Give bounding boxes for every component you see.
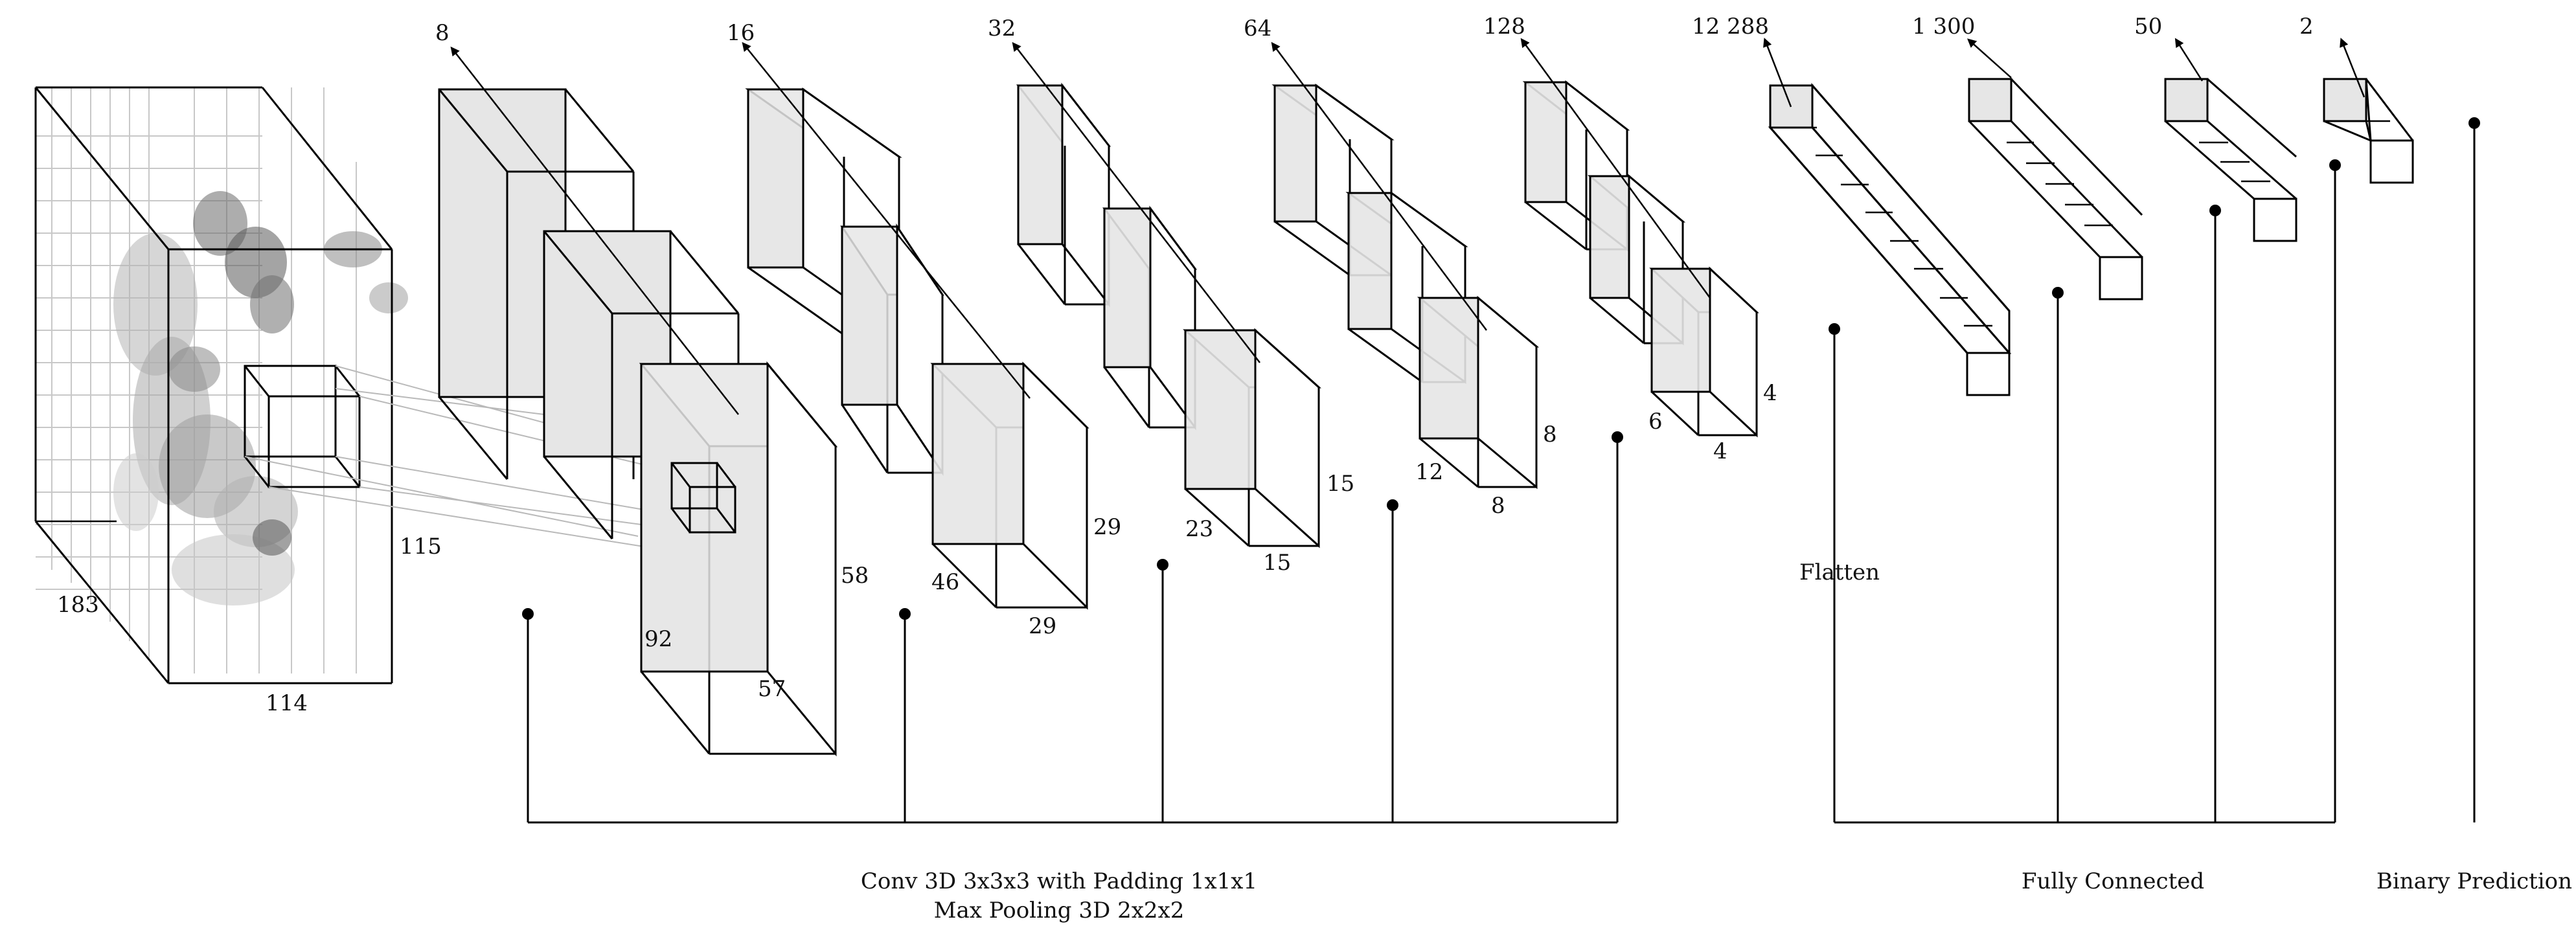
conv-layer-5-w: 4 (1713, 438, 1727, 464)
dense-bar-2-arrow (1967, 38, 2012, 78)
dense-group-bracket (1829, 159, 2341, 824)
dense-layers: 12 288 1 300 (1692, 14, 2414, 396)
conv-layer-1: 8 58 57 92 (435, 20, 869, 757)
prediction-stem (2468, 117, 2480, 822)
conv-layer-1-d: 92 (644, 626, 672, 652)
conv-layer-5-box-c (1649, 266, 1759, 438)
conv-layer-3-box-c (1183, 328, 1321, 549)
conv-layer-3-w: 15 (1263, 550, 1291, 576)
dense-bar-2-units: 1 300 (1912, 14, 1975, 40)
conv-layer-1-w: 57 (758, 676, 786, 702)
dense-bar-3: 50 (2134, 14, 2297, 242)
conv-layer-1-arrow (450, 46, 739, 415)
dense-bar-3-arrow (2174, 38, 2204, 82)
fully-connected-caption: Fully Connected (2022, 868, 2204, 894)
input-volume: 183 114 115 (34, 86, 442, 716)
conv-layer-3-channels: 32 (988, 16, 1016, 41)
conv-layer-2-d: 46 (931, 569, 959, 595)
conv-layer-4-box-c (1417, 295, 1540, 490)
conv-caption-line2: Max Pooling 3D 2x2x2 (934, 898, 1185, 923)
conv-layer-1-kernel-cube (670, 462, 736, 534)
conv-layer-1-h: 58 (841, 563, 869, 589)
conv-layer-2-box-b (840, 223, 944, 476)
input-depth-label: 183 (57, 592, 99, 618)
dense-bar-3-units: 50 (2134, 14, 2162, 40)
dense-bar-4-arrow (2340, 38, 2365, 98)
conv-layer-3-box-b (1102, 205, 1197, 431)
conv-layer-5-box-b (1587, 174, 1686, 346)
conv-layer-4-arrow (1271, 41, 1488, 331)
conv-layer-5: 128 4 4 6 (1483, 14, 1777, 464)
conv-layer-4-d: 12 (1415, 459, 1443, 485)
conv-layer-1-box-c (639, 361, 838, 757)
input-width-label: 114 (266, 690, 308, 716)
conv-group-bracket (522, 431, 1623, 824)
dense-bar-1-units: 12 288 (1692, 14, 1769, 40)
conv-layer-2-box-a (745, 87, 902, 337)
input-box (34, 86, 393, 684)
dense-bar-2: 1 300 (1912, 14, 2143, 300)
conv-layers: 8 58 57 92 (435, 14, 1777, 757)
conv-layer-3-arrow (1012, 41, 1260, 363)
conv-layer-4: 64 8 8 12 (1244, 16, 1557, 519)
conv-layer-5-h: 4 (1763, 380, 1777, 406)
conv-layer-3-h: 15 (1327, 471, 1354, 497)
conv-layer-2-h: 29 (1093, 514, 1121, 540)
dense-bar-4-units: 2 (2299, 14, 2314, 40)
dense-bar-1: 12 288 (1692, 14, 2012, 396)
conv-layer-3: 32 15 15 23 (988, 16, 1354, 576)
conv-layer-3-d: 23 (1185, 516, 1213, 542)
conv-caption-line1: Conv 3D 3x3x3 with Padding 1x1x1 (861, 868, 1257, 894)
dense-bar-4: 2 (2299, 14, 2414, 184)
conv-layer-4-channels: 64 (1244, 16, 1271, 41)
conv-layer-4-h: 8 (1543, 422, 1557, 447)
conv-layer-2-box-c (930, 361, 1089, 610)
dense-bar-1-arrow (1763, 38, 1792, 107)
conv-layer-2-w: 29 (1029, 613, 1056, 639)
flatten-caption: Flatten (1799, 560, 1880, 585)
conv-layer-3-box-a (1016, 82, 1111, 308)
conv-layer-2-arrow (742, 41, 1031, 399)
conv-layer-5-channels: 128 (1483, 14, 1525, 40)
conv-layer-2: 16 29 29 46 (727, 20, 1121, 639)
conv-layer-5-d: 6 (1648, 409, 1663, 435)
scan-slices-image (113, 191, 408, 605)
conv-layer-4-w: 8 (1491, 493, 1505, 519)
conv-layer-1-channels: 8 (435, 20, 450, 46)
conv-layer-2-channels: 16 (727, 20, 755, 46)
input-height-label: 115 (400, 534, 442, 560)
conv-layer-5-arrow (1520, 38, 1711, 299)
binary-prediction-caption: Binary Prediction (2377, 868, 2572, 894)
